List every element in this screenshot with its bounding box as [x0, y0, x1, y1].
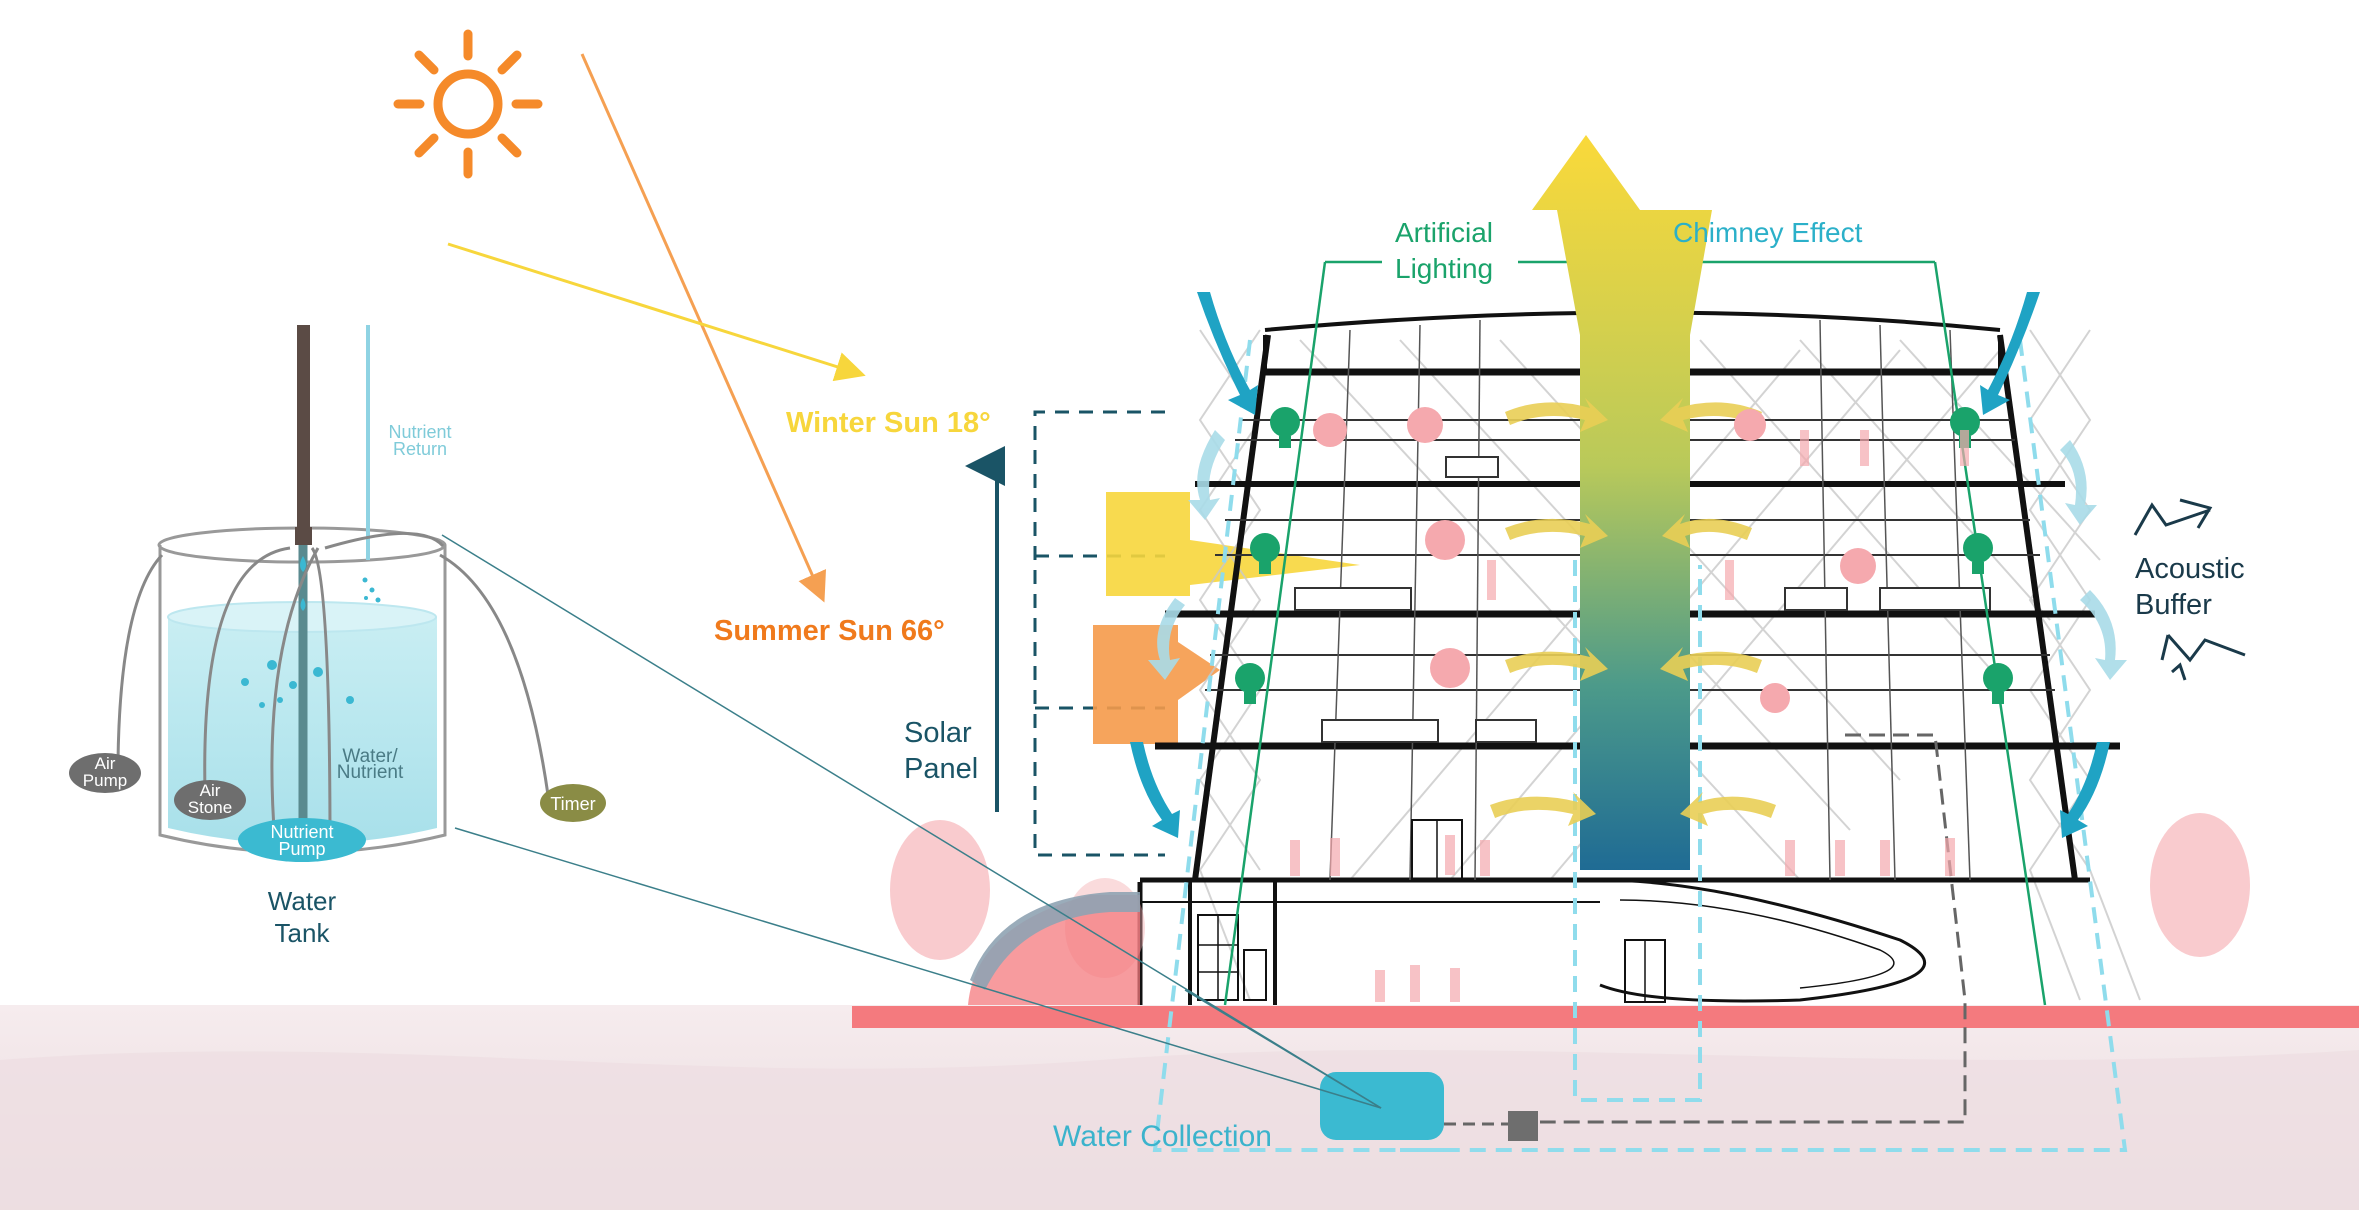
building-section: [1137, 260, 2141, 1152]
artificial-lighting-label-2: Lighting: [1395, 253, 1493, 284]
nutrient-return-label-2: Return: [393, 439, 447, 459]
bubbles: [241, 556, 381, 708]
water-tank-label-2: Tank: [275, 918, 331, 948]
water-pump-box: [1508, 1111, 1538, 1141]
nutrient-return-label-1: Nutrient: [388, 422, 451, 442]
entrance-canopy: [968, 895, 1140, 1005]
tank-labels: Nutrient Return Water/ Nutrient Air Pump…: [83, 422, 596, 948]
summer-solar-panel: [1093, 625, 1220, 744]
sun-icon: [393, 29, 543, 179]
nutrient-pump-label-1: Nutrient: [270, 822, 333, 842]
air-pump-label-2: Pump: [83, 771, 127, 790]
acoustic-icon: [2133, 498, 2246, 681]
air-stone-label-2: Stone: [188, 798, 232, 817]
chimney-arrow: [1532, 135, 1712, 870]
winter-sun-ray: [447, 242, 866, 382]
water-tank: [69, 325, 606, 862]
solar-label-2: Panel: [904, 753, 978, 785]
leader-lines: [441, 534, 1382, 1109]
solar-label-1: Solar: [904, 717, 972, 749]
summer-sun-label: Summer Sun 66°: [714, 615, 945, 647]
winter-sun-label: Winter Sun 18°: [786, 407, 991, 439]
winter-solar-panel: [1106, 492, 1360, 596]
chimney-effect-label: Chimney Effect: [1673, 217, 1863, 248]
air-stone-label-1: Air: [200, 781, 221, 800]
ground: [0, 1005, 2359, 1210]
acoustic-label-2: Buffer: [2135, 589, 2212, 621]
ventilation-arrows: [1130, 292, 2127, 838]
inlet-pipe: [297, 325, 310, 540]
water-nutrient-label-1: Water/: [342, 746, 398, 767]
air-pump-label-1: Air: [95, 754, 116, 773]
water-nutrient-label-2: Nutrient: [337, 762, 404, 783]
water-tank-label-1: Water: [268, 886, 337, 916]
timer-label: Timer: [550, 794, 595, 814]
acoustic-label-1: Acoustic: [2135, 553, 2245, 585]
artificial-lighting-label-1: Artificial: [1395, 217, 1493, 248]
ground-slab: [852, 1006, 2359, 1028]
nutrient-pump-label-2: Pump: [278, 839, 325, 859]
water-collection-label: Water Collection: [1053, 1120, 1272, 1153]
